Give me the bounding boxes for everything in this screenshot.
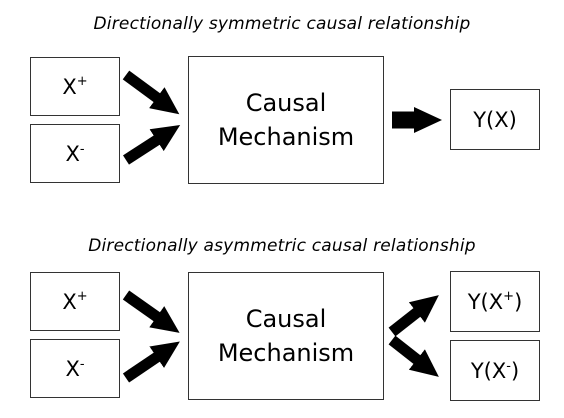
symmetric-outcome-box: Y(X) bbox=[450, 89, 540, 150]
asymmetric-x-plus-label: X+ bbox=[62, 288, 88, 314]
symmetric-x-minus-label: X- bbox=[65, 141, 85, 166]
asymmetric-arrow-output-plus bbox=[388, 295, 439, 337]
symmetric-x-plus-label: X+ bbox=[62, 73, 88, 99]
symmetric-mechanism-box: Causal Mechanism bbox=[188, 56, 384, 184]
asymmetric-x-minus-box: X- bbox=[30, 339, 120, 398]
asymmetric-x-minus-label: X- bbox=[65, 356, 85, 381]
asymmetric-x-plus-box: X+ bbox=[30, 272, 120, 331]
symmetric-title: Directionally symmetric causal relations… bbox=[93, 14, 471, 34]
asymmetric-mechanism-line-1: Causal bbox=[245, 305, 327, 333]
asymmetric-outcome-plus-label: Y(X+) bbox=[467, 288, 523, 314]
asymmetric-title: Directionally asymmetric causal relation… bbox=[88, 236, 476, 256]
asymmetric-mechanism-line-2: Mechanism bbox=[217, 339, 355, 367]
asymmetric-outcome-plus-box: Y(X+) bbox=[450, 271, 540, 332]
symmetric-x-minus-box: X- bbox=[30, 124, 120, 183]
symmetric-mechanism-line-2: Mechanism bbox=[217, 123, 355, 151]
asymmetric-arrow-x-minus bbox=[122, 341, 180, 383]
symmetric-outcome-label: Y(X) bbox=[473, 107, 517, 132]
symmetric-x-plus-box: X+ bbox=[30, 57, 120, 116]
asymmetric-arrow-output-minus bbox=[388, 335, 439, 377]
asymmetric-arrow-x-plus bbox=[122, 290, 180, 333]
symmetric-mechanism-line-1: Causal bbox=[245, 89, 327, 117]
symmetric-arrow-x-plus bbox=[122, 70, 180, 115]
symmetric-arrow-x-minus bbox=[123, 124, 181, 165]
asymmetric-outcome-minus-label: Y(X-) bbox=[470, 358, 520, 383]
asymmetric-mechanism-box: Causal Mechanism bbox=[188, 272, 384, 400]
asymmetric-outcome-minus-box: Y(X-) bbox=[450, 340, 540, 401]
